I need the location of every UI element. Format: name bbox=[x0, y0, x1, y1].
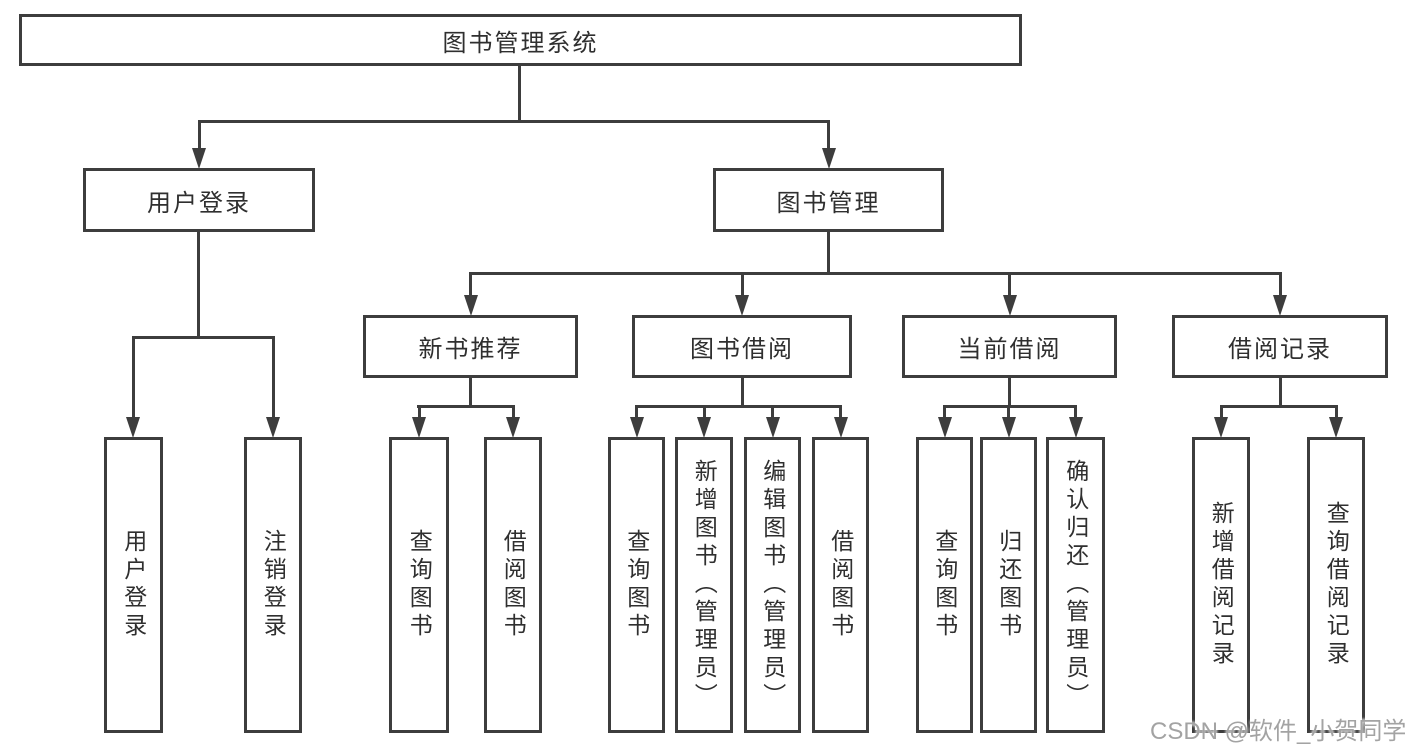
node-root-label: 图书管理系统 bbox=[442, 29, 599, 57]
leaf-bb-edit-books-admin-label: 编辑图书（管理员） bbox=[759, 459, 786, 711]
node-book-mgmt: 图书管理 bbox=[713, 168, 944, 232]
arrowhead-br-query bbox=[1329, 417, 1343, 438]
connector-root-stem bbox=[518, 66, 521, 120]
connector-book-mgmt-bar bbox=[469, 272, 1282, 275]
leaf-br-add-record: 新增借阅记录 bbox=[1192, 437, 1250, 733]
leaf-user-login-label: 用户登录 bbox=[120, 529, 147, 641]
leaf-cb-query-books-label: 查询图书 bbox=[931, 529, 958, 641]
connector-new-book-rec-bar bbox=[417, 405, 514, 408]
connector-user-login-stem bbox=[197, 232, 200, 336]
connector-drop-bb-add bbox=[703, 405, 706, 419]
arrowhead-current-borrow bbox=[1003, 295, 1017, 316]
arrowhead-user-login bbox=[192, 148, 206, 169]
node-new-book-rec: 新书推荐 bbox=[363, 315, 578, 378]
node-book-mgmt-label: 图书管理 bbox=[776, 189, 881, 217]
arrowhead-bb-add bbox=[697, 417, 711, 438]
connector-book-borrow-stem bbox=[741, 378, 744, 405]
connector-user-login-bar bbox=[132, 336, 275, 339]
leaf-nbr-query-books-label: 查询图书 bbox=[406, 529, 433, 641]
leaf-nbr-borrow-books: 借阅图书 bbox=[484, 437, 542, 733]
leaf-user-login: 用户登录 bbox=[104, 437, 163, 733]
arrowhead-bb-edit bbox=[766, 417, 780, 438]
leaf-nbr-borrow-books-label: 借阅图书 bbox=[500, 529, 527, 641]
arrowhead-bb-borrow bbox=[834, 417, 848, 438]
arrowhead-leaf-logout bbox=[266, 417, 280, 438]
arrowhead-nbr-query bbox=[412, 417, 426, 438]
connector-new-book-rec-stem bbox=[469, 378, 472, 405]
node-borrow-records: 借阅记录 bbox=[1172, 315, 1388, 378]
leaf-logout-label: 注销登录 bbox=[260, 529, 287, 641]
leaf-bb-query-books-label: 查询图书 bbox=[623, 529, 650, 641]
connector-borrow-records-bar bbox=[1220, 405, 1338, 408]
connector-book-borrow-bar bbox=[635, 405, 842, 408]
node-new-book-rec-label: 新书推荐 bbox=[418, 336, 523, 363]
node-book-borrow-label: 图书借阅 bbox=[690, 336, 794, 363]
connector-drop-leaf-user-login bbox=[132, 336, 135, 419]
arrowhead-new-book-rec bbox=[464, 295, 478, 316]
connector-top-bar bbox=[198, 120, 830, 123]
connector-drop-book-mgmt bbox=[827, 120, 830, 150]
node-current-borrow: 当前借阅 bbox=[902, 315, 1117, 378]
connector-drop-current-borrow bbox=[1008, 272, 1011, 297]
arrowhead-book-mgmt bbox=[822, 148, 836, 169]
csdn-watermark: CSDN @软件_小贺同学 bbox=[1150, 718, 1405, 745]
arrowhead-book-borrow bbox=[735, 295, 749, 316]
leaf-nbr-query-books: 查询图书 bbox=[389, 437, 449, 733]
leaf-bb-edit-books-admin: 编辑图书（管理员） bbox=[744, 437, 801, 733]
leaf-cb-return-books-label: 归还图书 bbox=[995, 529, 1022, 641]
leaf-br-add-record-label: 新增借阅记录 bbox=[1208, 501, 1235, 669]
connector-drop-book-borrow bbox=[741, 272, 744, 297]
connector-drop-new-book-rec bbox=[469, 272, 472, 297]
node-user-login-label: 用户登录 bbox=[147, 189, 251, 217]
connector-drop-nbr-borrow bbox=[512, 405, 515, 419]
connector-drop-nbr-query bbox=[418, 405, 421, 419]
node-user-login: 用户登录 bbox=[83, 168, 315, 232]
arrowhead-leaf-user-login bbox=[126, 417, 140, 438]
connector-drop-user-login bbox=[198, 120, 201, 150]
connector-drop-cb-return bbox=[1007, 405, 1010, 419]
leaf-cb-return-books: 归还图书 bbox=[980, 437, 1037, 733]
connector-drop-leaf-logout bbox=[272, 336, 275, 419]
leaf-bb-borrow-books-label: 借阅图书 bbox=[827, 529, 854, 641]
leaf-cb-query-books: 查询图书 bbox=[916, 437, 973, 733]
connector-drop-borrow-records bbox=[1279, 272, 1282, 297]
connector-current-borrow-stem bbox=[1008, 378, 1011, 405]
arrowhead-nbr-borrow bbox=[506, 417, 520, 438]
arrowhead-cb-confirm bbox=[1069, 417, 1083, 438]
leaf-bb-add-books-admin-label: 新增图书（管理员） bbox=[691, 459, 718, 711]
arrowhead-cb-return bbox=[1002, 417, 1016, 438]
connector-drop-bb-borrow bbox=[839, 405, 842, 419]
connector-drop-cb-query bbox=[943, 405, 946, 419]
leaf-cb-confirm-return-admin: 确认归还（管理员） bbox=[1046, 437, 1105, 733]
leaf-br-query-record: 查询借阅记录 bbox=[1307, 437, 1365, 733]
leaf-cb-confirm-return-admin-label: 确认归还（管理员） bbox=[1062, 459, 1089, 711]
connector-current-borrow-bar bbox=[943, 405, 1077, 408]
arrowhead-cb-query bbox=[938, 417, 952, 438]
connector-drop-bb-query bbox=[635, 405, 638, 419]
node-borrow-records-label: 借阅记录 bbox=[1228, 336, 1332, 363]
connector-borrow-records-stem bbox=[1279, 378, 1282, 405]
leaf-bb-query-books: 查询图书 bbox=[608, 437, 665, 733]
node-root: 图书管理系统 bbox=[19, 14, 1022, 66]
leaf-logout: 注销登录 bbox=[244, 437, 302, 733]
node-book-borrow: 图书借阅 bbox=[632, 315, 852, 378]
node-current-borrow-label: 当前借阅 bbox=[957, 336, 1062, 363]
leaf-bb-add-books-admin: 新增图书（管理员） bbox=[675, 437, 733, 733]
leaf-br-query-record-label: 查询借阅记录 bbox=[1323, 501, 1350, 669]
arrowhead-br-add bbox=[1214, 417, 1228, 438]
arrowhead-borrow-records bbox=[1273, 295, 1287, 316]
connector-book-mgmt-stem bbox=[827, 232, 830, 272]
connector-drop-br-add bbox=[1220, 405, 1223, 419]
arrowhead-bb-query bbox=[630, 417, 644, 438]
connector-drop-cb-confirm bbox=[1074, 405, 1077, 419]
leaf-bb-borrow-books: 借阅图书 bbox=[812, 437, 869, 733]
connector-drop-bb-edit bbox=[771, 405, 774, 419]
connector-drop-br-query bbox=[1335, 405, 1338, 419]
